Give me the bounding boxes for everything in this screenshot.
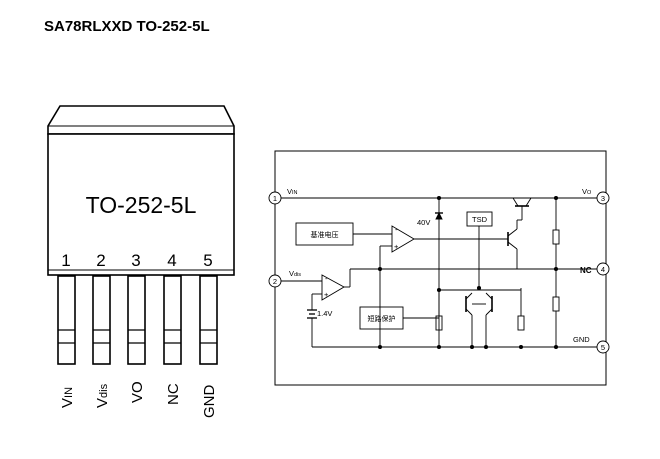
svg-text:+: +: [324, 290, 329, 299]
schematic-pin-5: [596, 340, 610, 354]
figure-title: SA78RLXXD TO-252-5L: [44, 18, 210, 35]
svg-text:4: 4: [601, 265, 605, 274]
package-pin-number-5: 5: [203, 251, 212, 270]
package-lead-5: [199, 275, 218, 365]
tsd-block-label: TSD: [472, 215, 488, 224]
schematic-pin-3: [596, 191, 610, 205]
package-lead-1: [57, 275, 76, 365]
package-pin-name-nc: NC: [165, 383, 182, 405]
package-label: TO-252-5L: [86, 192, 197, 218]
package-pin-number-1: 1: [61, 251, 70, 270]
schematic-pin-2: [268, 274, 282, 288]
svg-text:1: 1: [273, 194, 277, 203]
package-tab: [47, 105, 235, 135]
vref-block-label: 基准电压: [311, 230, 339, 239]
schematic-pin-1: [268, 191, 282, 205]
zener-label: 40V: [417, 218, 430, 227]
package-drawing: TO-252-5L 1 2 3 4 5: [47, 105, 235, 419]
svg-text:+: +: [394, 242, 399, 251]
svg-text:2: 2: [273, 277, 277, 286]
schematic-label-vdis: Vdis: [289, 269, 301, 278]
block-schematic: [268, 150, 610, 386]
svg-text:5: 5: [601, 343, 605, 352]
package-lead-3: [127, 275, 146, 365]
schematic-label-gnd: GND: [573, 335, 590, 344]
package-pin-name-vin: VIN: [59, 387, 76, 408]
package-pin-name-vdis: Vdis: [94, 383, 111, 408]
schematic-label-vo: VO: [582, 187, 592, 196]
schematic-label-vin: VIN: [287, 187, 298, 196]
svg-text:3: 3: [601, 194, 605, 203]
svg-text:-: -: [325, 274, 328, 283]
battery-label: 1.4V: [317, 309, 332, 318]
schematic-label-nc: NC: [580, 266, 592, 275]
svg-text:-: -: [395, 225, 398, 234]
package-pin-number-4: 4: [167, 251, 176, 270]
package-pin-name-gnd: GND: [201, 385, 218, 419]
package-lead-2: [92, 275, 111, 365]
package-pin-number-2: 2: [96, 251, 105, 270]
package-body: [47, 133, 235, 276]
schematic-pin-4: [596, 262, 610, 276]
schematic-labels: 1 2 3 4 5 VIN Vdis VO NC GND 基准电压 短路保护 T…: [273, 187, 605, 352]
package-pin-number-3: 3: [131, 251, 140, 270]
short-protect-block-label: 短路保护: [368, 314, 396, 323]
package-pin-name-vo: VO: [129, 381, 146, 403]
package-lead-4: [163, 275, 182, 365]
